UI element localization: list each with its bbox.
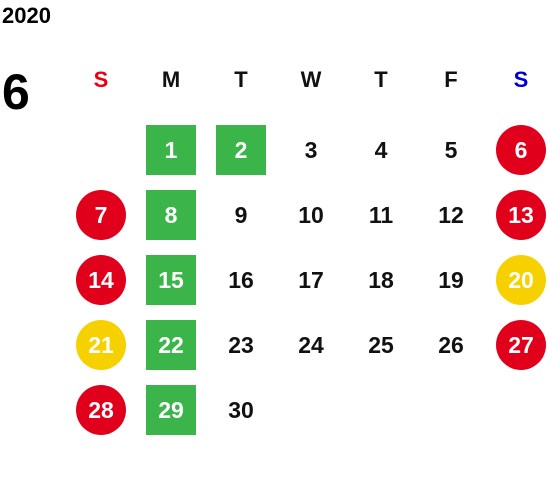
day-cell-29[interactable]: 29 xyxy=(146,385,196,435)
day-cell-24[interactable]: 24 xyxy=(298,331,324,358)
day-cell-26[interactable]: 26 xyxy=(438,331,464,358)
weekday-header-6: S xyxy=(513,67,529,92)
day-cell-18[interactable]: 18 xyxy=(368,266,394,293)
day-cell-10[interactable]: 10 xyxy=(298,201,324,228)
day-cell-2[interactable]: 2 xyxy=(216,125,266,175)
day-cell-16[interactable]: 16 xyxy=(228,266,254,293)
day-cell-1[interactable]: 1 xyxy=(146,125,196,175)
day-cell-4[interactable]: 4 xyxy=(374,136,388,163)
weekday-header-0: S xyxy=(93,67,109,92)
day-cell-17[interactable]: 17 xyxy=(298,266,324,293)
weekday-header-1: M xyxy=(161,67,181,92)
day-cell-3[interactable]: 3 xyxy=(304,136,318,163)
day-cell-20[interactable]: 20 xyxy=(496,255,546,305)
day-cell-6[interactable]: 6 xyxy=(496,125,546,175)
day-cell-9[interactable]: 9 xyxy=(234,201,248,228)
day-cell-27[interactable]: 27 xyxy=(496,320,546,370)
day-cell-7[interactable]: 7 xyxy=(76,190,126,240)
day-cell-15[interactable]: 15 xyxy=(146,255,196,305)
weekday-header-2: T xyxy=(234,67,248,92)
day-cell-28[interactable]: 28 xyxy=(76,385,126,435)
day-cell-12[interactable]: 12 xyxy=(438,201,464,228)
weekday-header-5: F xyxy=(444,67,458,92)
day-cell-13[interactable]: 13 xyxy=(496,190,546,240)
day-cell-22[interactable]: 22 xyxy=(146,320,196,370)
weekday-header-3: W xyxy=(300,67,322,92)
day-cell-23[interactable]: 23 xyxy=(228,331,254,358)
weekday-header-4: T xyxy=(374,67,388,92)
day-cell-5[interactable]: 5 xyxy=(444,136,458,163)
day-cell-30[interactable]: 30 xyxy=(228,396,254,423)
day-cell-8[interactable]: 8 xyxy=(146,190,196,240)
day-cell-11[interactable]: 11 xyxy=(368,201,394,228)
month-label: 6 xyxy=(2,64,30,120)
day-cell-14[interactable]: 14 xyxy=(76,255,126,305)
day-cell-25[interactable]: 25 xyxy=(368,331,394,358)
day-cell-19[interactable]: 19 xyxy=(438,266,464,293)
year-label: 2020 xyxy=(2,3,51,28)
day-cell-21[interactable]: 21 xyxy=(76,320,126,370)
